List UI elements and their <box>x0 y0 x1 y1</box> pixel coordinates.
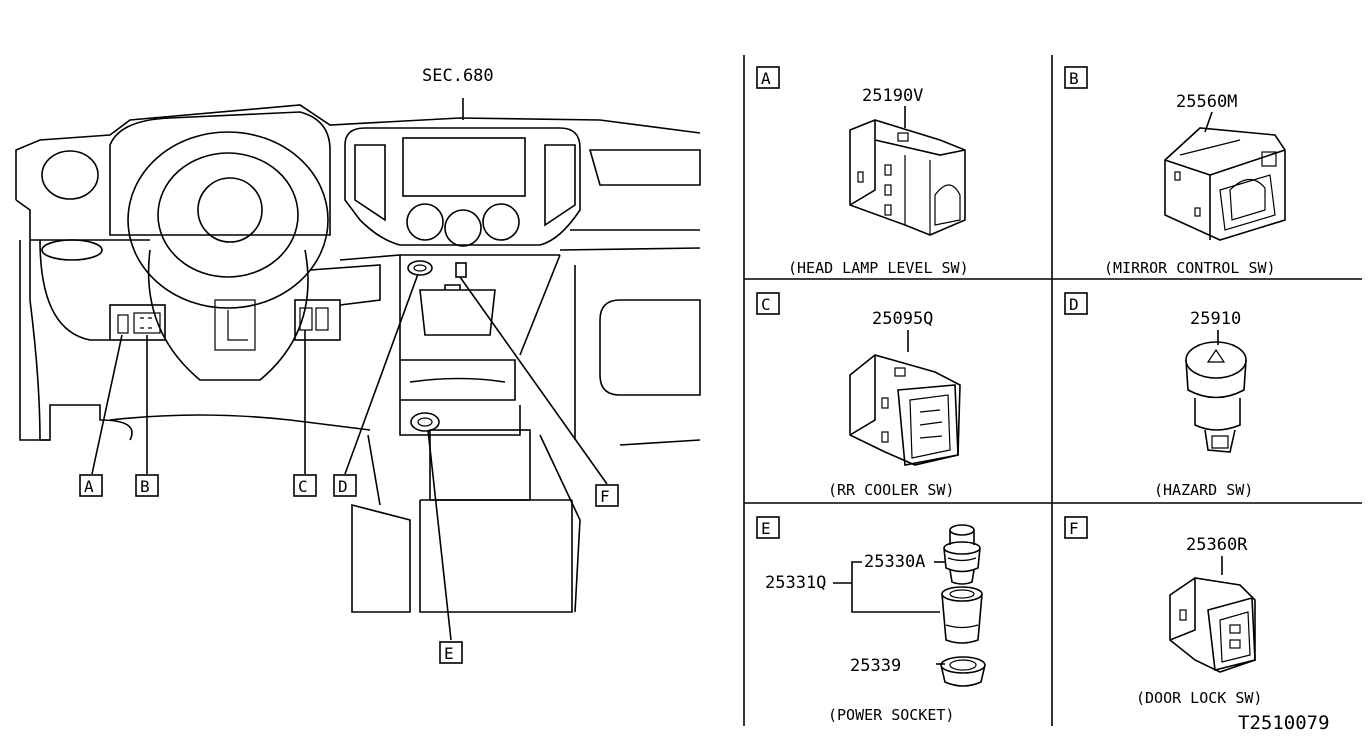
mirror-control-switch-drawing <box>1164 127 1286 241</box>
panel-b-caption: (MIRROR CONTROL SW) <box>1104 259 1276 277</box>
callout-box-c <box>293 474 317 497</box>
panel-e-part-number-plug: 25330A <box>864 552 925 572</box>
panel-d: D 25910 (HAZARD SW) <box>1064 292 1253 499</box>
parts-grid <box>743 55 1362 726</box>
callout-label-f: F <box>600 487 610 506</box>
callout-label-e: E <box>444 644 454 663</box>
panel-c-letter: C <box>761 295 771 314</box>
panel-b-letter-box <box>1064 66 1088 89</box>
callout-label-a: A <box>84 477 94 496</box>
panel-c-part-number: 25095Q <box>872 309 933 329</box>
head-lamp-level-switch-drawing <box>849 119 966 236</box>
section-reference: SEC.680 <box>422 66 494 86</box>
power-socket-drawing <box>940 524 986 687</box>
panel-e-letter: E <box>761 519 771 538</box>
hazard-switch-drawing <box>1185 341 1247 453</box>
panel-b-part-number: 25560M <box>1176 92 1237 112</box>
panel-b-letter: B <box>1069 69 1079 88</box>
panel-f: F 25360R (DOOR LOCK SW) <box>1064 516 1262 707</box>
panel-a-letter: A <box>761 69 771 88</box>
callout-box-e <box>439 641 463 664</box>
panel-e-part-number-socket: 25331Q <box>765 573 826 593</box>
panel-e: E 25330A 25331Q 25339 (POWER SOCKET) <box>756 516 986 724</box>
callout-label-d: D <box>338 477 348 496</box>
panel-a-caption: (HEAD LAMP LEVEL SW) <box>788 259 969 277</box>
panel-a-letter-box <box>756 66 780 89</box>
panel-c-caption: (RR COOLER SW) <box>828 481 954 499</box>
panel-b: B 25560M (MIRROR CONTROL SW) <box>1064 66 1286 277</box>
dashboard-illustration <box>15 98 701 641</box>
panel-e-caption: (POWER SOCKET) <box>828 706 954 724</box>
callout-box-a <box>79 474 103 497</box>
panel-e-letter-box <box>756 516 780 539</box>
drawing-code: T2510079 <box>1238 712 1330 734</box>
panel-e-part-number-ring: 25339 <box>850 656 901 676</box>
panel-d-letter-box <box>1064 292 1088 315</box>
panel-d-part-number: 25910 <box>1190 309 1241 329</box>
panel-a: A 25190V (HEAD LAMP LEVEL SW) <box>756 66 969 277</box>
panel-f-part-number: 25360R <box>1186 535 1248 555</box>
callout-box-f <box>595 484 619 507</box>
panel-c: C 25095Q (RR COOLER SW) <box>756 292 961 499</box>
panel-f-letter-box <box>1064 516 1088 539</box>
rr-cooler-switch-drawing <box>849 354 961 466</box>
panel-d-caption: (HAZARD SW) <box>1154 481 1253 499</box>
panel-a-part-number: 25190V <box>862 86 923 106</box>
panel-d-letter: D <box>1069 295 1079 314</box>
callout-label-b: B <box>140 477 150 496</box>
callout-label-c: C <box>298 477 308 496</box>
panel-f-letter: F <box>1069 519 1079 538</box>
callout-box-d <box>333 474 357 497</box>
door-lock-switch-drawing <box>1169 577 1256 673</box>
panel-f-caption: (DOOR LOCK SW) <box>1136 689 1262 707</box>
panel-c-letter-box <box>756 292 780 315</box>
callout-box-b <box>135 474 159 497</box>
